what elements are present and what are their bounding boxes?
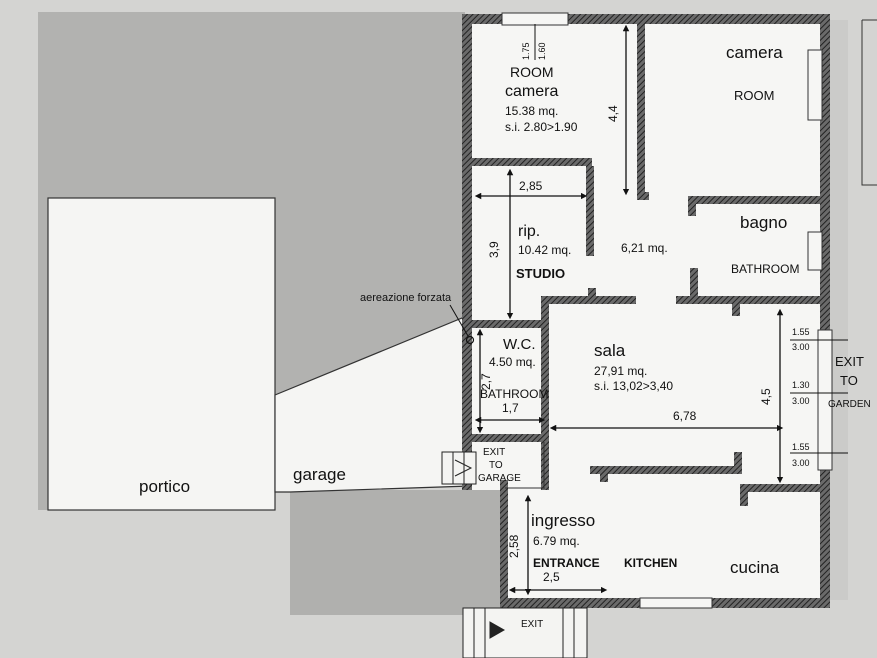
bottom-window: [639, 597, 713, 609]
room-sala-area: 27,91 mq.: [594, 364, 647, 378]
right-window-3-a: 1.55: [792, 442, 810, 452]
area-garage: garage: [293, 465, 346, 484]
exit-garden-3: GARDEN: [828, 399, 871, 410]
ventilation-icon: [465, 335, 475, 345]
room-ingresso-it: ingresso: [531, 511, 595, 530]
top-window: [501, 12, 569, 26]
dim-top-window-b: 1.60: [537, 42, 547, 60]
room-bagno-it: bagno: [740, 213, 787, 232]
area-portico: portico: [139, 477, 190, 496]
dim-4-4: 4,4: [606, 105, 620, 122]
dim-4-5: 4,5: [759, 388, 773, 405]
portico-area: [47, 197, 276, 511]
exit-garage-1: EXIT: [483, 447, 505, 458]
room-sala-it: sala: [594, 341, 626, 360]
dim-2-85: 2,85: [519, 179, 543, 193]
room-camera1-it: camera: [505, 83, 558, 100]
main-stairs: [462, 607, 588, 658]
ventilation-note: aereazione forzata: [360, 292, 452, 304]
dim-top-window-a: 1.75: [521, 42, 531, 60]
right-window-1-a: 1.55: [792, 327, 810, 337]
page-edge-frame: [861, 19, 877, 186]
room-camera1-area: 15.38 mq.: [505, 104, 558, 118]
room-rip-it: rip.: [518, 223, 540, 240]
room-camera2-it: camera: [726, 43, 783, 62]
room-rip-en: STUDIO: [516, 266, 565, 281]
right-window-2-a: 1.30: [792, 380, 810, 390]
exit-garden-1: EXIT: [835, 354, 864, 369]
right-windows: [807, 49, 833, 471]
side-shaded-strip: [828, 20, 848, 600]
room-rip-area: 10.42 mq.: [518, 243, 571, 257]
room-sala-height: s.i. 13,02>3,40: [594, 379, 673, 393]
dim-3-9: 3,9: [487, 241, 501, 258]
room-ingresso-area: 6.79 mq.: [533, 534, 580, 548]
exit-garage-3: GARAGE: [478, 473, 521, 484]
room-kitchen-en: KITCHEN: [624, 556, 677, 570]
right-window-dim-ticks: [790, 339, 848, 454]
room-camera1-en: ROOM: [510, 64, 554, 80]
room-wc-it: W.C.: [503, 336, 536, 353]
dimension-lines: [474, 24, 784, 596]
room-wc-area: 4.50 mq.: [489, 355, 536, 369]
right-window-2-b: 3.00: [792, 396, 810, 406]
dim-2-58: 2,58: [507, 534, 521, 558]
garage-stairs: [441, 451, 477, 485]
ventilation-leader: [449, 304, 469, 337]
door-lines: [505, 442, 545, 489]
dim-2-7: 2,7: [479, 373, 493, 390]
interior-walls: [472, 24, 820, 506]
corridor-area: 6,21 mq.: [621, 241, 668, 255]
dim-2-5: 2,5: [543, 570, 560, 584]
right-window-1-b: 3.00: [792, 342, 810, 352]
room-camera2-en: ROOM: [734, 88, 774, 103]
room-bagno-en: BATHROOM: [731, 262, 799, 276]
dim-6-78: 6,78: [673, 409, 697, 423]
room-ingresso-en: ENTRANCE: [533, 556, 600, 570]
room-camera1-height: s.i. 2.80>1.90: [505, 120, 578, 134]
exit-garage-2: TO: [489, 460, 503, 471]
garage-shaded-bottom: [290, 490, 502, 615]
portico-shaded-area: [38, 12, 500, 615]
room-kitchen-it: cucina: [730, 558, 780, 577]
room-wc-en: BATHROOM: [480, 387, 548, 401]
dim-1-7: 1,7: [502, 401, 519, 415]
exit-main: EXIT: [521, 619, 543, 630]
exit-garden-2: TO: [840, 373, 858, 388]
right-window-3-b: 3.00: [792, 458, 810, 468]
